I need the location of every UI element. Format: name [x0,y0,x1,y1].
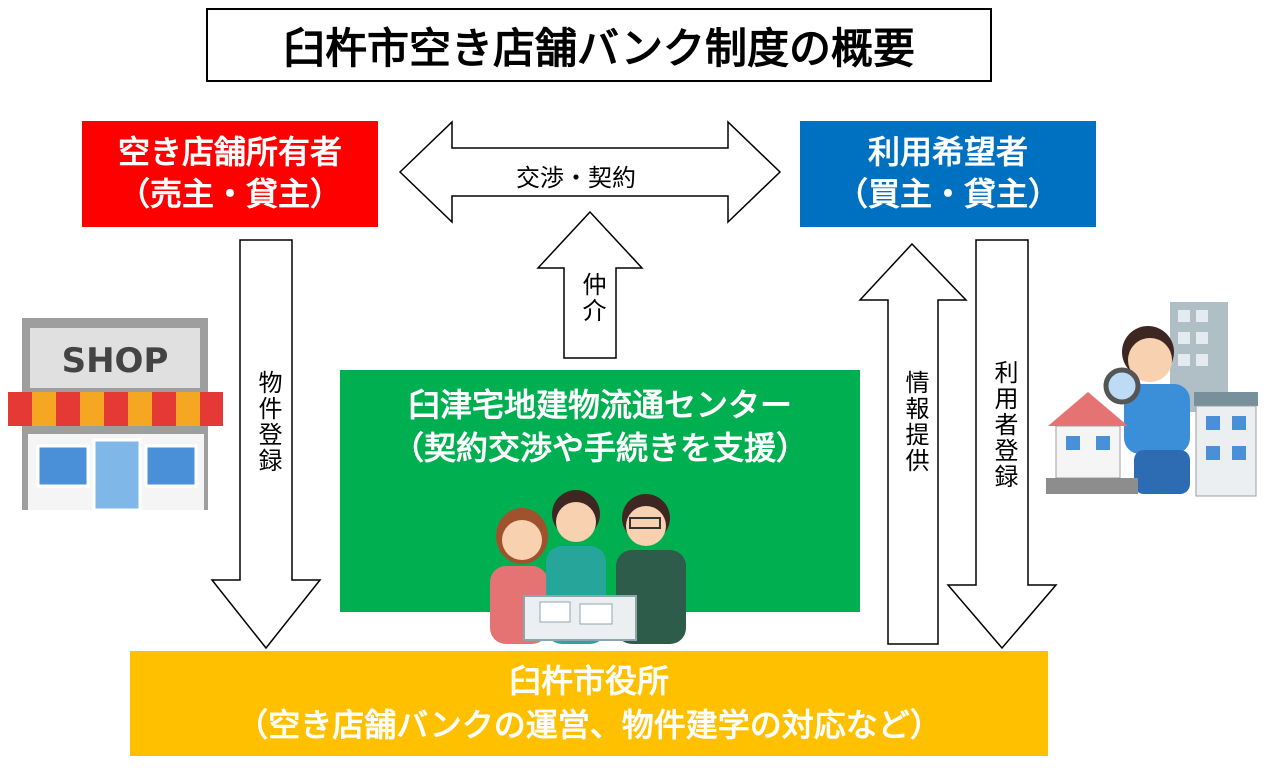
mediation-arrow [536,210,644,359]
mediation-label: 仲介 [578,272,606,324]
owner-box: 空き店舗所有者 （売主・貸主） [82,121,378,227]
center-box: 臼津宅地建物流通センター （契約交渉や手続きを支援） [340,370,860,612]
user-box: 利用希望者 （買主・貸主） [800,121,1096,227]
center-label: 臼津宅地建物流通センター [407,386,792,424]
center-sublabel: （契約交渉や手続きを支援） [391,429,808,468]
user-registration-label: 利用者登録 [990,360,1018,490]
city-sublabel: （空き店舗バンクの運営、物件建学の対応など） [236,705,942,744]
negotiation-label: 交渉・契約 [516,164,636,192]
page-title: 臼杵市空き店舗バンク制度の概要 [206,8,992,82]
owner-label: 空き店舗所有者 [117,133,342,172]
shop-illustration-icon: SHOP [8,318,223,512]
negotiation-arrow [398,120,782,224]
shop-sign-text: SHOP [62,341,169,381]
consultation-people-illustration-icon [490,490,686,644]
info-provision-label: 情報提供 [901,370,929,474]
user-registration-arrow [946,239,1058,650]
user-label: 利用希望者 [867,133,1028,172]
property-registration-label: 物件登録 [254,370,282,474]
city-box: 臼杵市役所 （空き店舗バンクの運営、物件建学の対応など） [130,651,1048,756]
user-sublabel: （買主・貸主） [835,175,1060,213]
house-search-person-illustration-icon [1046,302,1258,497]
owner-sublabel: （売主・貸主） [117,175,342,213]
city-label: 臼杵市役所 [508,662,669,701]
property-registration-arrow [210,239,322,650]
info-provision-arrow [858,242,968,645]
